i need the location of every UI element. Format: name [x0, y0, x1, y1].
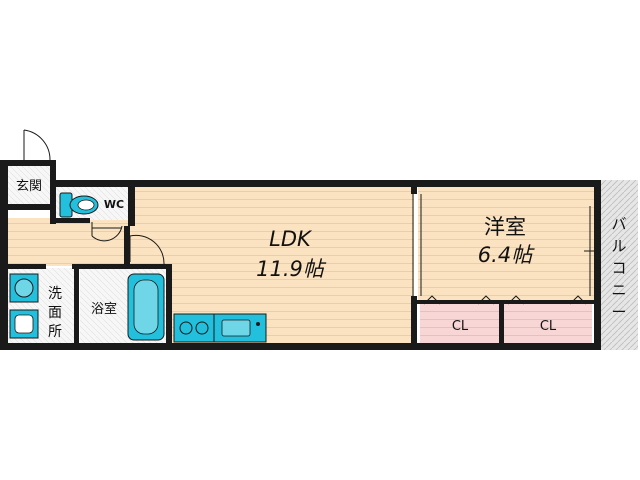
senmenjo-label-1: 洗 [48, 286, 62, 302]
balcony-label-4: ニ [611, 281, 626, 299]
closet-door-marks [423, 295, 587, 305]
yoshitsu-size-label: 6.4帖 [478, 243, 535, 267]
genkan-floor [6, 166, 54, 204]
ldk-size-label: 11.9帖 [256, 257, 327, 281]
balcony-label-1: バ [611, 215, 626, 233]
kitchen-sink-icon [213, 313, 267, 343]
balcony-label-5: ー [611, 303, 626, 321]
walls [0, 160, 601, 350]
kitchen-stove-icon [173, 313, 215, 343]
yoshitsu-name-label: 洋室 [484, 215, 526, 239]
senmenjo-label-3: 所 [48, 324, 62, 340]
genkan-label: 玄関 [16, 179, 42, 194]
balcony-floor [600, 180, 638, 350]
balcony-label-2: ル [611, 237, 626, 255]
washing-machine-icon [9, 273, 39, 303]
senmenjo-label-2: 面 [48, 305, 62, 321]
yoshitsu-floor [418, 186, 594, 304]
bathtub-icon [127, 273, 165, 341]
wc-label: WC [104, 198, 124, 211]
washbasin-icon [9, 309, 39, 339]
closet-1-floor [420, 304, 500, 344]
ldk-name-label: LDK [269, 227, 313, 251]
door-swing-icon [23, 129, 596, 296]
balcony-label-3: コ [611, 259, 626, 277]
hallway-floor [6, 218, 136, 266]
closet-2-floor [504, 304, 592, 344]
closet-1-label: CL [452, 319, 469, 334]
yokushitsu-label: 浴室 [91, 301, 117, 317]
toilet-icon [59, 192, 99, 218]
closet-2-label: CL [540, 319, 557, 334]
